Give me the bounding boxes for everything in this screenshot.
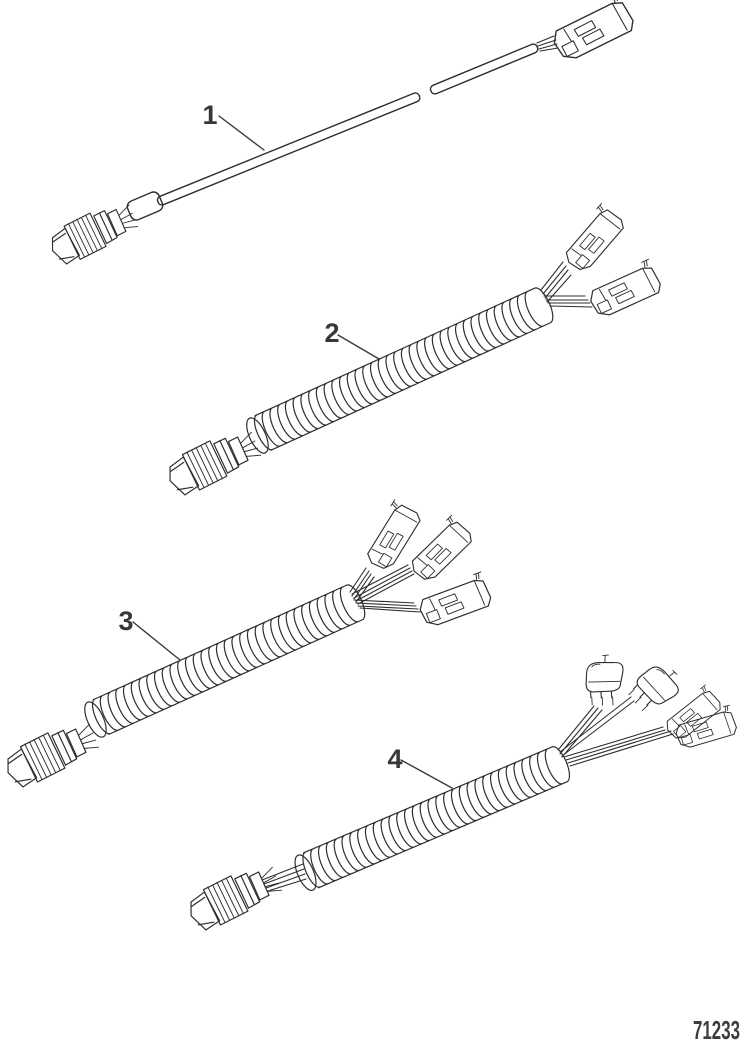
harness-3 bbox=[0, 496, 495, 792]
harness-2-branch-connector bbox=[554, 200, 631, 276]
callout-3-leader bbox=[132, 621, 181, 661]
wire-bundle bbox=[567, 730, 674, 767]
callout-2-label: 2 bbox=[324, 318, 339, 348]
harness-2 bbox=[161, 200, 666, 500]
harness-1-plug-connector bbox=[545, 0, 639, 64]
callout-1: 1 bbox=[202, 100, 265, 151]
wire-bundle bbox=[543, 295, 593, 308]
callout-1-label: 1 bbox=[202, 100, 217, 130]
callout-3-label: 3 bbox=[118, 606, 133, 636]
harness-2-branch-connector bbox=[583, 257, 666, 320]
harness-4 bbox=[182, 653, 739, 935]
harness-1-cable-segment bbox=[156, 92, 421, 206]
wire-bundle bbox=[353, 599, 421, 613]
harness-3-branch-connector bbox=[414, 570, 495, 629]
wire-bundle bbox=[351, 564, 415, 605]
harness-4-branch-connector bbox=[672, 704, 739, 750]
wire-bundle bbox=[559, 696, 635, 757]
callout-1-leader bbox=[218, 115, 265, 151]
wire-bundle bbox=[540, 261, 572, 303]
corrugated-tube bbox=[294, 746, 571, 892]
callout-4-label: 4 bbox=[387, 744, 402, 774]
harness-1-ferrule bbox=[126, 191, 164, 221]
callout-4-leader bbox=[400, 759, 453, 789]
harness-1-cable-end-connector bbox=[44, 197, 142, 269]
harness-4-sensor-connector bbox=[584, 653, 625, 707]
callout-2: 2 bbox=[324, 318, 380, 360]
corrugated-tube bbox=[246, 287, 554, 454]
harness-4-branch-connector bbox=[657, 682, 727, 744]
part-number: 71233 bbox=[693, 1015, 740, 1045]
callout-4: 4 bbox=[387, 744, 453, 789]
wire-bundle bbox=[261, 863, 307, 892]
harness-1-cable-segment bbox=[429, 43, 539, 95]
corrugated-tube bbox=[84, 584, 366, 738]
callout-3: 3 bbox=[118, 606, 181, 661]
wire-bundle bbox=[557, 705, 603, 758]
harness-4-sensor-connector bbox=[623, 657, 687, 719]
harness-4-cable-end-connector bbox=[182, 859, 286, 935]
harness-3-cable-end-connector bbox=[0, 716, 103, 792]
harness-3-branch-connector bbox=[354, 496, 428, 575]
callout-2-leader bbox=[337, 334, 380, 360]
wire-bundle bbox=[536, 35, 559, 52]
wire-bundle bbox=[563, 726, 666, 761]
wire-bundle bbox=[349, 567, 375, 603]
harness-1 bbox=[44, 0, 639, 269]
